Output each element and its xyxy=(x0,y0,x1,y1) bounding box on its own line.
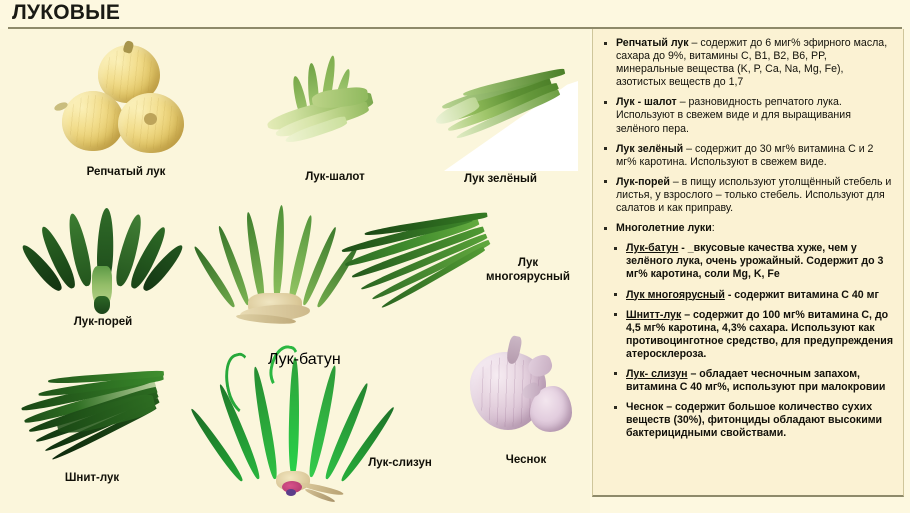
caption-tree-onion-line2: многоярусный xyxy=(486,271,570,283)
bullet-term: Шнитт-лук xyxy=(626,308,682,321)
bullet-dot-icon xyxy=(614,405,617,409)
bullet-dot-icon xyxy=(604,147,607,151)
caption-tree-onion-line1: Лук xyxy=(517,257,539,269)
bullet-item: Лук многоярусный - содержит витамина С 4… xyxy=(599,289,896,302)
slide-header: ЛУКОВЫЕ xyxy=(0,0,910,27)
bullet-item: Лук-батун - _вкусовые качества хуже, чем… xyxy=(599,242,896,281)
bullet-dot-icon xyxy=(604,226,607,230)
bullet-dot-icon xyxy=(614,293,617,296)
caption-welsh-onion: Лук-батун xyxy=(268,351,341,368)
bullet-term: Лук-порей xyxy=(616,175,670,188)
leek-image xyxy=(18,204,187,314)
caption-garlic: Чеснок xyxy=(505,454,547,466)
bullet-dot-icon xyxy=(614,313,617,317)
bullet-item: Лук - шалот – разновидность репчатого лу… xyxy=(599,96,896,135)
bullet-text: – содержит большое количество сухих веще… xyxy=(626,401,883,440)
figure-leek: Лук-порей xyxy=(18,204,187,349)
bullet-text: – содержит до 6 миг% эфирного масла, сах… xyxy=(616,37,888,89)
bullet-term: Лук-батун xyxy=(626,242,679,255)
page-title: ЛУКОВЫЕ xyxy=(12,1,121,24)
garlic-image xyxy=(462,334,590,449)
bullet-text: : xyxy=(711,222,715,235)
bullet-term: Чеснок xyxy=(626,401,664,414)
bullet-term: Лук зелёный xyxy=(616,142,684,155)
caption-leek: Лук-порей xyxy=(73,316,133,328)
bullet-dot-icon xyxy=(604,41,607,45)
bullet-text: – разновидность репчатого лука. Использу… xyxy=(616,96,851,135)
bullet-text: – обладает чесночным запахом, витамина С… xyxy=(626,367,886,394)
green-onion-image xyxy=(418,53,583,163)
bullet-item: Лук- слизун – обладает чесночным запахом… xyxy=(599,368,896,394)
slime-onion-image xyxy=(188,342,397,513)
figure-garlic: Чеснок xyxy=(462,334,590,479)
bullet-text: – содержит до 30 мг% витамина С и 2 мг% … xyxy=(616,142,874,168)
bullet-term: Лук - шалот xyxy=(616,96,677,109)
caption-shallot: Лук-шалот xyxy=(305,171,365,183)
bullet-item: Чеснок – содержит большое количество сух… xyxy=(599,401,896,440)
bullet-text: – в пищу используют утолщённый стебель и… xyxy=(616,175,892,215)
caption-onion: Репчатый лук xyxy=(86,166,166,178)
bullet-list: Репчатый лук – содержит до 6 миг% эфирно… xyxy=(599,37,896,440)
bullet-item: Репчатый лук – содержит до 6 миг% эфирно… xyxy=(599,37,896,89)
caption-chives: Шнит-лук xyxy=(64,472,120,484)
chives-image xyxy=(12,354,172,464)
figure-welsh-onion-upper xyxy=(191,204,361,344)
header-divider xyxy=(8,27,902,29)
bullet-item: Многолетние луки: xyxy=(599,222,896,235)
bullet-term: Лук- слизун xyxy=(626,367,688,380)
bullet-text: – содержит до 100 мг% витамина С, до 4,5… xyxy=(626,308,893,360)
bullet-dot-icon xyxy=(604,100,607,104)
figure-slime-onion: Лук-слизун xyxy=(188,342,432,513)
figure-tree-onion: Лук многоярусный xyxy=(330,209,580,339)
shallot-image xyxy=(260,54,410,164)
caption-green-onion: Лук зелёный xyxy=(464,173,537,185)
illustration-board: Репчатый лук Лук-шалот xyxy=(0,29,590,513)
welsh-onion-image xyxy=(191,204,361,339)
bullet-term: Многолетние луки xyxy=(616,222,712,235)
bullet-dot-icon xyxy=(614,246,617,250)
bullet-text: - _вкусовые качества хуже, чем у зелёног… xyxy=(626,242,884,281)
figure-chives: Шнит-лук xyxy=(12,354,172,504)
bullet-item: Лук зелёный – содержит до 30 мг% витамин… xyxy=(599,143,896,169)
figure-shallot: Лук-шалот xyxy=(260,54,410,199)
figure-onion-bulbs: Репчатый лук xyxy=(46,39,206,196)
figure-green-onion: Лук зелёный xyxy=(418,53,583,198)
bullet-term: Лук многоярусный xyxy=(626,288,725,301)
bullet-dot-icon xyxy=(604,180,607,184)
caption-slime-onion: Лук-слизун xyxy=(368,457,432,469)
bullet-dot-icon xyxy=(614,372,617,376)
bullet-item: Лук-порей – в пищу используют утолщённый… xyxy=(599,176,896,215)
bullet-item: Шнитт-лук – содержит до 100 мг% витамина… xyxy=(599,309,896,361)
bullet-term: Репчатый лук xyxy=(616,37,689,49)
bullet-text: - содержит витамина С 40 мг xyxy=(724,288,879,301)
description-panel: Репчатый лук – содержит до 6 миг% эфирно… xyxy=(592,29,904,497)
onion-bulbs-image xyxy=(46,39,206,161)
